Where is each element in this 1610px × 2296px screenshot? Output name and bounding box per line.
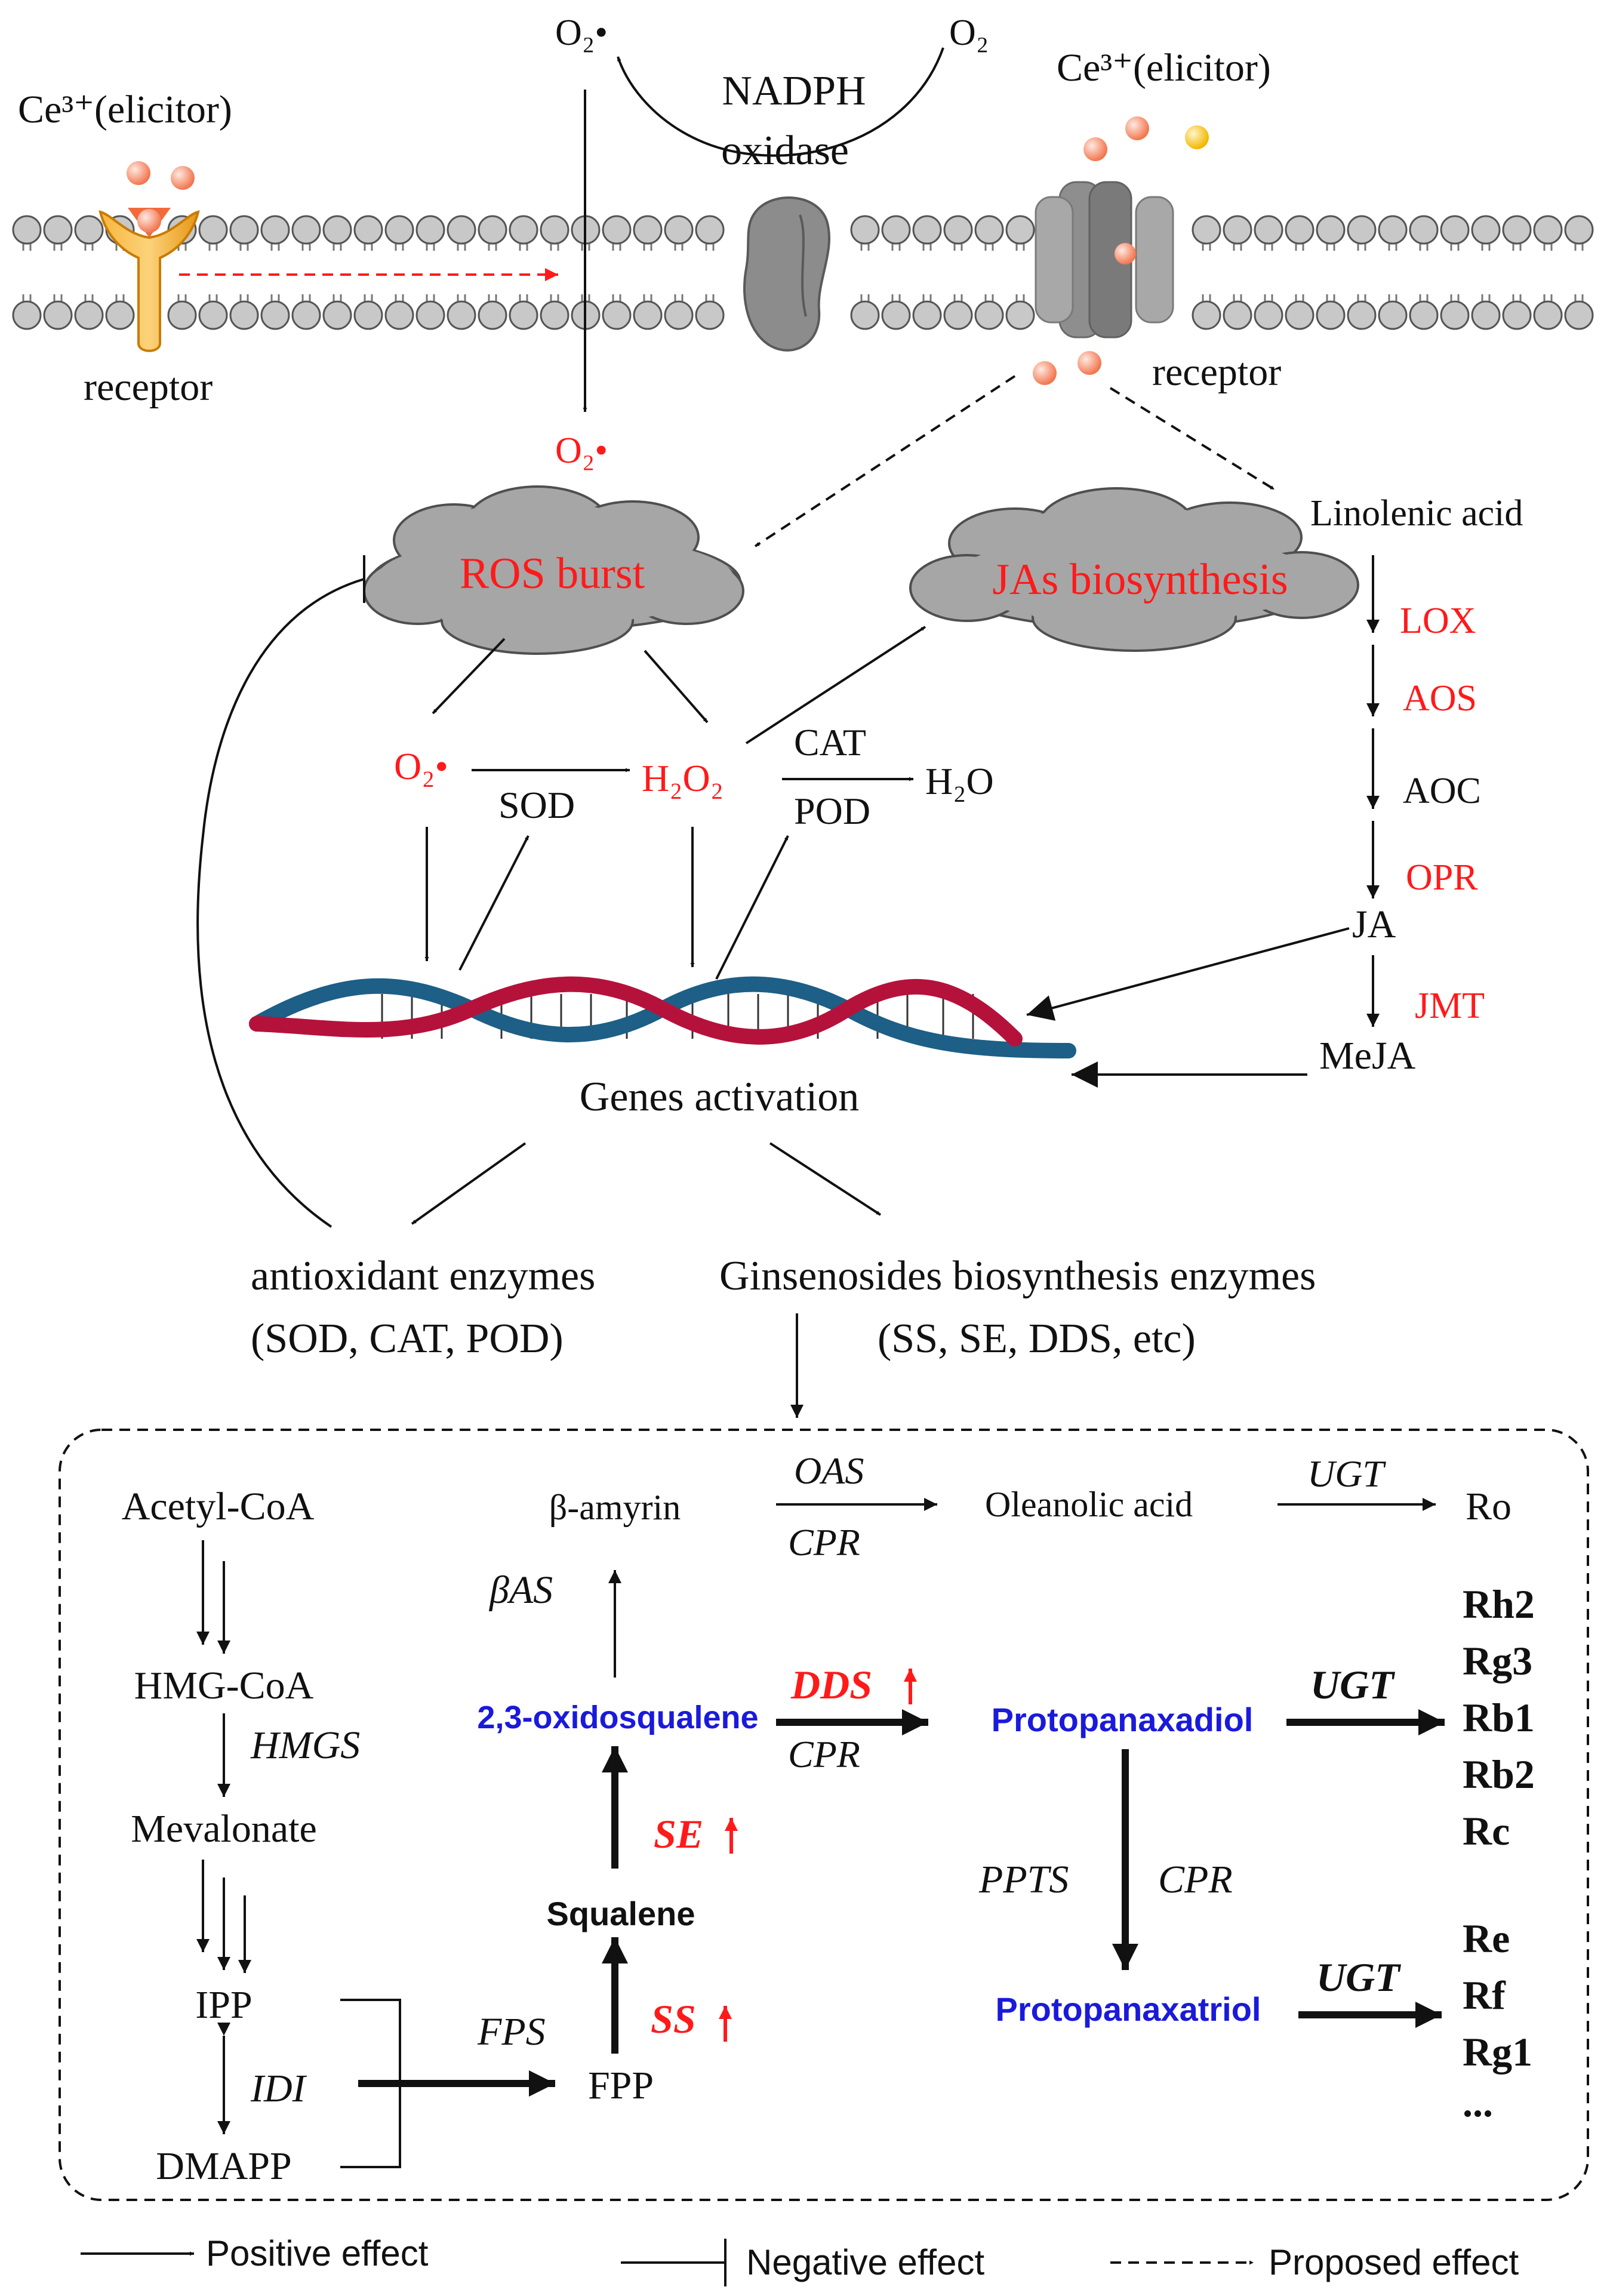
cell-membrane <box>12 215 1594 330</box>
ugt-enzyme-1: UGT <box>1307 1452 1386 1495</box>
biosynthesis-pathway-box <box>59 1429 1589 2201</box>
ros-burst-cloud <box>363 485 744 655</box>
ss-enzyme: SS <box>651 1996 696 2042</box>
oxidosqualene: 2,3-oxidosqualene <box>477 1700 758 1735</box>
proposed-arrow-linolenic <box>1109 387 1276 491</box>
idi-enzyme: IDI <box>250 2067 307 2110</box>
fpp: FPP <box>588 2064 654 2107</box>
antioxidant-enzymes: antioxidant enzymes <box>251 1253 595 1299</box>
ro-product: Ro <box>1466 1485 1512 1528</box>
cpr-enzyme-3: CPR <box>1158 1858 1233 1901</box>
receptor-left <box>98 161 200 352</box>
ugt-enzyme-3: UGT <box>1316 1955 1401 2000</box>
o2-top: O₂ <box>949 13 989 53</box>
lipid-bilayer <box>12 215 1594 330</box>
genes-to-ginsenoside-arrow <box>769 1142 882 1216</box>
legend-proposed-label: Proposed effect <box>1269 2242 1519 2282</box>
jas-aoc: AOC <box>1403 771 1481 811</box>
dna-to-sod-arrow <box>458 835 530 971</box>
ppd-product: Rh2 <box>1463 1581 1535 1627</box>
jas-biosynthesis-cloud <box>909 487 1359 652</box>
receptor-right-channel <box>1033 116 1209 385</box>
ppd-product: Rc <box>1463 1808 1510 1854</box>
jas-meja: MeJA <box>1319 1034 1416 1078</box>
protopanaxatriol: Protopanaxatriol <box>996 1990 1261 2028</box>
o2-radical-top: O₂• <box>555 13 608 53</box>
ppts-enzyme: PPTS <box>978 1858 1069 1901</box>
ppd-product: Rb1 <box>1463 1695 1535 1740</box>
ugt-enzyme-2: UGT <box>1310 1662 1395 1707</box>
ros-to-o2-arrow <box>432 638 506 715</box>
legend-negative-label: Negative effect <box>746 2242 984 2282</box>
hmgs-enzyme: HMGS <box>250 1723 360 1767</box>
ginsenoside-enzymes: Ginsenosides biosynthesis enzymes <box>719 1253 1316 1299</box>
cpr-enzyme-1: CPR <box>788 1521 860 1564</box>
ppt-product: Re <box>1463 1916 1510 1961</box>
nadph-label: NADPH <box>722 68 866 114</box>
dmapp: DMAPP <box>156 2144 291 2188</box>
oleanolic-acid: Oleanolic acid <box>985 1485 1193 1524</box>
ros-pod: POD <box>794 790 870 832</box>
ppd-products-list: Rh2 Rg3 Rb1 Rb2 Rc <box>1463 1581 1535 1854</box>
jas-ja: JA <box>1352 903 1396 946</box>
dna-to-pod-arrow <box>715 835 789 980</box>
legend: Positive effect Negative effect Proposed… <box>81 2233 1519 2286</box>
oas-enzyme: OAS <box>794 1449 864 1492</box>
receptor-right-label: receptor <box>1152 350 1281 394</box>
jas-biosynthesis-label: JAs biosynthesis <box>992 555 1288 604</box>
ros-sod: SOD <box>498 784 575 826</box>
h2o2-to-jas-arrow <box>745 626 926 744</box>
linolenic-acid: Linolenic acid <box>1310 493 1523 534</box>
negative-feedback-curve <box>196 578 365 1228</box>
jas-opr: OPR <box>1406 857 1478 898</box>
ipp: IPP <box>195 1983 252 2027</box>
ppd-product: Rb2 <box>1463 1752 1535 1797</box>
fps-enzyme: FPS <box>477 2010 546 2054</box>
ppt-product: ... <box>1463 2080 1493 2125</box>
receptor-left-label: receptor <box>84 365 213 409</box>
dna-double-helix <box>249 976 1076 1058</box>
antioxidant-list: (SOD, CAT, POD) <box>251 1316 564 1362</box>
mevalonate: Mevalonate <box>131 1807 317 1851</box>
proposed-arrow-ros <box>754 375 1016 547</box>
ppt-product: Rg1 <box>1463 2029 1532 2075</box>
ros-h2o: H₂O <box>925 760 994 802</box>
ppd-product: Rg3 <box>1463 1638 1532 1683</box>
cpr-enzyme-2: CPR <box>788 1733 860 1775</box>
legend-positive-label: Positive effect <box>206 2233 429 2273</box>
protopanaxadiol: Protopanaxadiol <box>992 1701 1254 1738</box>
jas-lox: LOX <box>1400 601 1476 641</box>
ginsenoside-list: (SS, SE, DDS, etc) <box>878 1316 1196 1362</box>
dds-enzyme: DDS <box>790 1662 872 1707</box>
o2-radical-below: O₂• <box>555 430 608 471</box>
genes-activation: Genes activation <box>580 1074 859 1120</box>
hmg-coa: HMG-CoA <box>134 1664 314 1707</box>
ros-o2-radical: O₂• <box>394 745 448 787</box>
jas-aos: AOS <box>1403 678 1477 719</box>
ros-to-h2o2-arrow <box>644 650 709 724</box>
beta-amyrin: β-amyrin <box>549 1488 681 1527</box>
ppt-products-list: Re Rf Rg1 ... <box>1463 1916 1532 2125</box>
nadph-oxidase-protein <box>743 196 830 352</box>
ppt-product: Rf <box>1463 1972 1506 2018</box>
acetyl-coa: Acetyl-CoA <box>122 1485 315 1528</box>
squalene: Squalene <box>547 1895 695 1932</box>
ce-elicitor-left: Ce³⁺(elicitor) <box>18 88 232 131</box>
jas-jmt: JMT <box>1415 986 1485 1026</box>
se-enzyme: SE <box>654 1811 703 1857</box>
ja-to-dna-arrow <box>1026 927 1350 1021</box>
ce-elicitor-right: Ce³⁺(elicitor) <box>1057 46 1271 90</box>
oxidase-label: oxidase <box>721 128 849 174</box>
nadph-oxidation-arc <box>617 47 944 157</box>
ros-cat: CAT <box>794 721 866 764</box>
bas-enzyme: βAS <box>488 1568 553 1612</box>
genes-to-antioxidant-arrow <box>411 1142 527 1225</box>
ros-burst-label: ROS burst <box>460 549 645 598</box>
ros-h2o2: H₂O₂ <box>642 757 724 799</box>
